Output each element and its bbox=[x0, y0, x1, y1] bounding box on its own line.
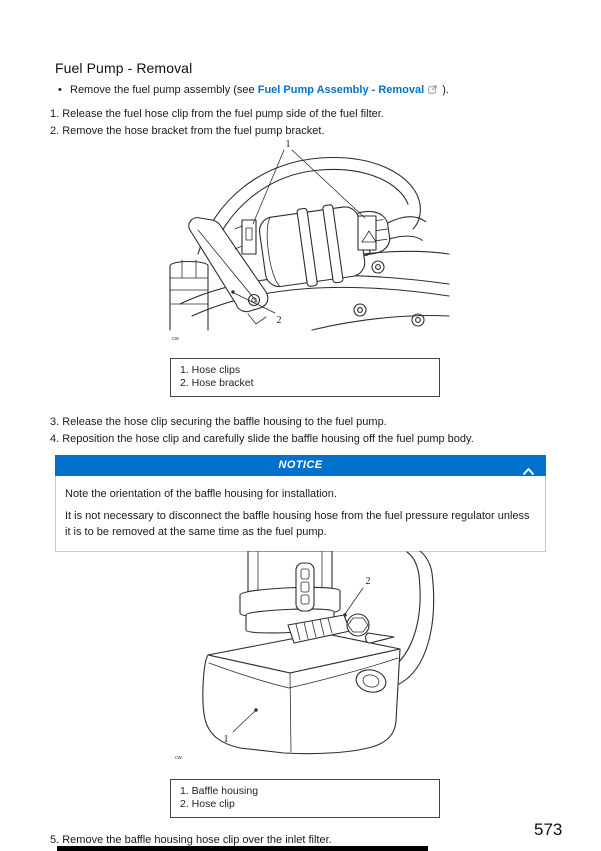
legend-row: 2. Hose clip bbox=[180, 798, 235, 810]
fuel-filter-cylinder bbox=[258, 204, 427, 288]
fuel-pump-tube bbox=[239, 551, 341, 634]
callout-1: 1 bbox=[286, 139, 291, 150]
callout-1: 1 bbox=[224, 734, 229, 745]
external-link-icon[interactable] bbox=[428, 85, 437, 97]
page-number: 573 bbox=[534, 820, 563, 839]
figure2-legend-box: 1. Baffle housing 2. Hose clip bbox=[170, 779, 440, 818]
bullet-icon: • bbox=[58, 84, 62, 96]
intro-text-post: ). bbox=[442, 84, 449, 96]
legend-row: 1. Hose clips bbox=[180, 364, 241, 376]
figure-watermark: cw bbox=[175, 755, 182, 761]
upper-hose-arc bbox=[197, 156, 421, 259]
callout-2: 2 bbox=[366, 576, 371, 587]
step-item: 2. Remove the hose bracket from the fuel… bbox=[50, 125, 325, 137]
legend-row: 1. Baffle housing bbox=[180, 785, 259, 797]
chevron-up-icon[interactable] bbox=[523, 462, 534, 483]
figure-fuel-filter-diagram: 1 2 cw bbox=[169, 139, 450, 342]
notice-title: NOTICE bbox=[278, 459, 323, 471]
step-item: 3. Release the hose clip securing the ba… bbox=[50, 416, 387, 428]
callout-2: 2 bbox=[277, 315, 282, 326]
notice-paragraph: Note the orientation of the baffle housi… bbox=[65, 488, 337, 500]
figure2-callouts: 2 1 cw bbox=[175, 576, 371, 761]
figure1-legend-box: 1. Hose clips 2. Hose bracket bbox=[170, 358, 440, 397]
step-item: 5. Remove the baffle housing hose clip o… bbox=[50, 834, 332, 846]
step-item: 4. Reposition the hose clip and carefull… bbox=[50, 433, 474, 445]
step-item: 1. Release the fuel hose clip from the f… bbox=[50, 108, 384, 120]
fuel-pump-assembly-removal-link[interactable]: Fuel Pump Assembly - Removal bbox=[257, 84, 425, 96]
baffle-housing bbox=[202, 632, 401, 755]
figure-baffle-housing-diagram: 2 1 cw bbox=[175, 551, 435, 761]
notice-paragraph: It is not necessary to disconnect the ba… bbox=[65, 510, 530, 538]
hose-clip-right bbox=[357, 215, 377, 251]
hose-bracket bbox=[188, 217, 269, 325]
intro-bullet: • Remove the fuel pump assembly (see Fuel… bbox=[58, 84, 449, 97]
notice-banner: NOTICE bbox=[55, 455, 546, 476]
legend-row: 2. Hose bracket bbox=[180, 377, 254, 389]
worm-drive-hose-clip bbox=[287, 613, 395, 644]
figure1-callouts: 1 2 cw bbox=[172, 139, 366, 342]
next-banner-partial bbox=[57, 846, 428, 851]
fuel-pump-body bbox=[169, 259, 209, 331]
intro-text-pre: Remove the fuel pump assembly (see bbox=[70, 84, 255, 96]
notice-body: Note the orientation of the baffle housi… bbox=[55, 476, 546, 552]
hose-clip-left bbox=[234, 219, 257, 255]
page-title: Fuel Pump - Removal bbox=[55, 60, 193, 76]
figure-watermark: cw bbox=[172, 336, 179, 342]
